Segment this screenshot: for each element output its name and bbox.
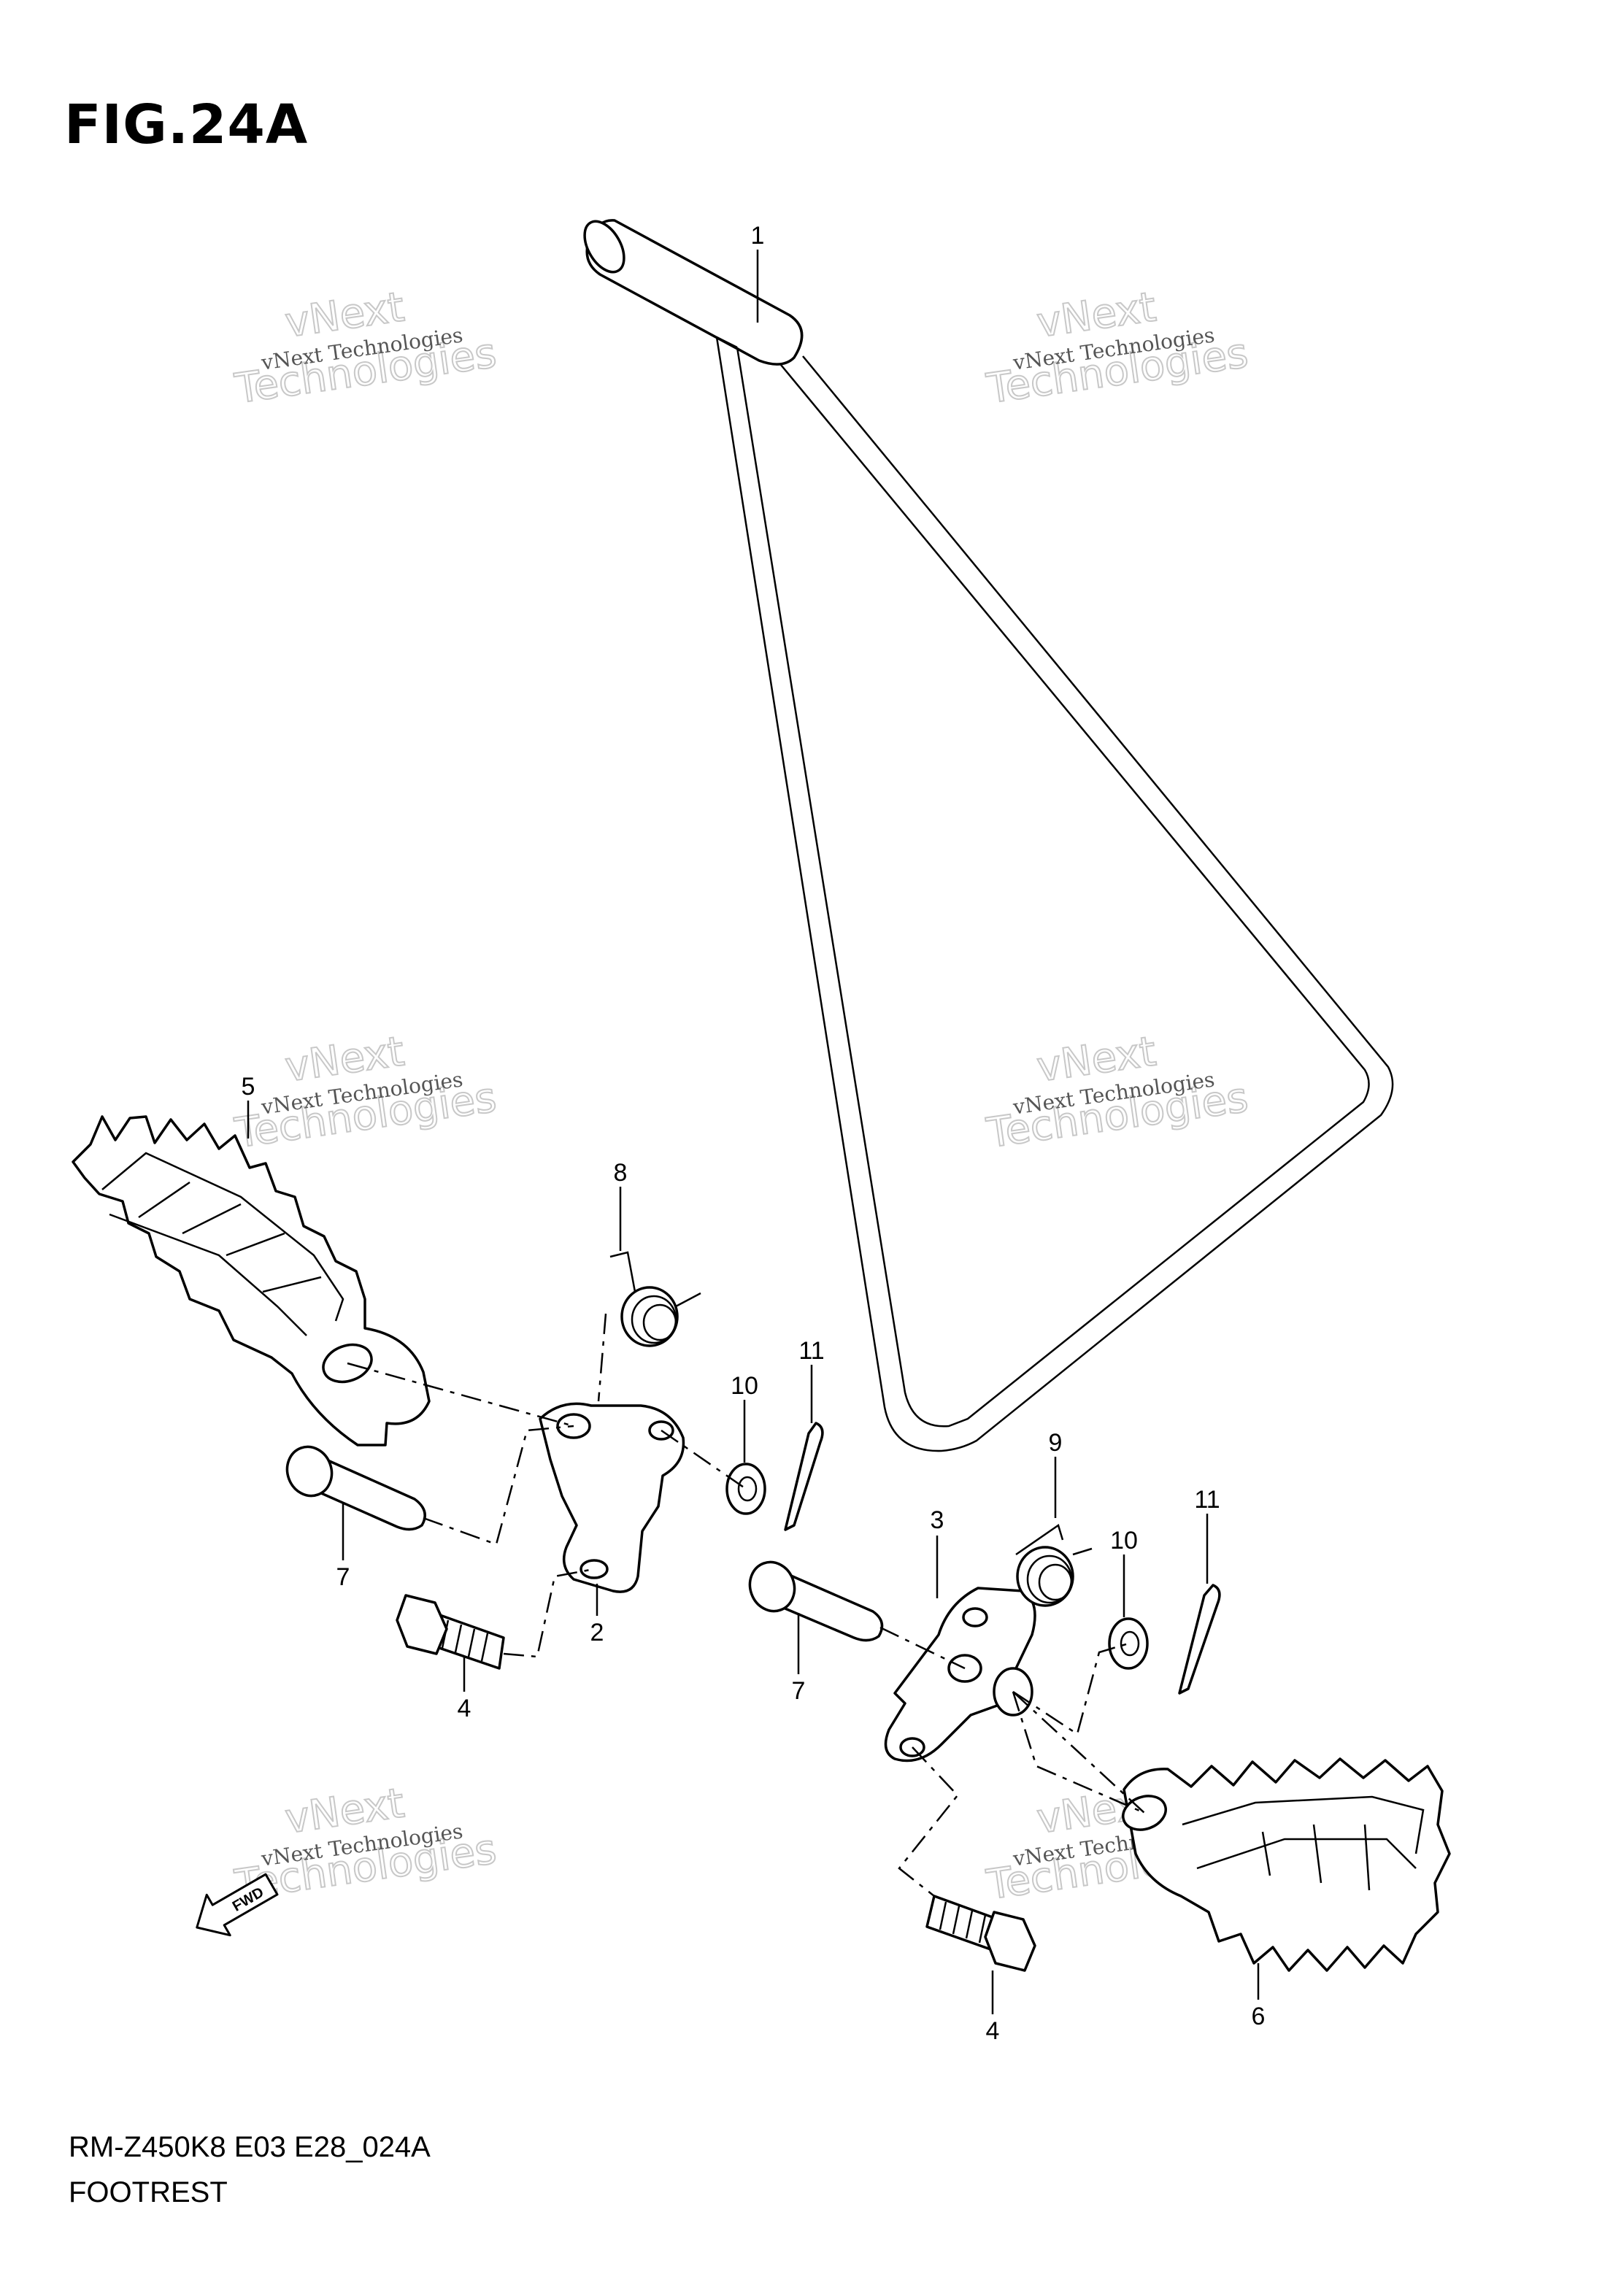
callout-7-right: 7 bbox=[792, 1677, 806, 1705]
figure-name: FOOTREST bbox=[69, 2176, 228, 2208]
spring-right-arm bbox=[1015, 1523, 1064, 1556]
footrest-right-cross-3 bbox=[1363, 1824, 1371, 1891]
part-6-footrest-right bbox=[1122, 1757, 1451, 1972]
part-7-pin-left bbox=[285, 1445, 426, 1531]
part-11-cotter-pin-right bbox=[1178, 1584, 1221, 1695]
washer-right-outer bbox=[1108, 1617, 1149, 1670]
callout-10-right: 10 bbox=[1110, 1527, 1138, 1555]
washer-right-inner bbox=[1120, 1630, 1140, 1657]
bolt-right-thread bbox=[939, 1901, 987, 1943]
callout-6: 6 bbox=[1252, 2003, 1266, 2030]
watermark-mid-left: vNext Technologies vNext Technologies bbox=[231, 1027, 500, 1158]
callout-4-left: 4 bbox=[458, 1695, 471, 1722]
watermark-top-right: vNext Technologies vNext Technologies bbox=[983, 282, 1252, 414]
part-1-stand bbox=[583, 219, 1394, 1452]
part-3-bracket-right bbox=[884, 1587, 1036, 1763]
alignment-lines bbox=[347, 1313, 1145, 1897]
footrest-right-body bbox=[1123, 1757, 1451, 1972]
callout-2: 2 bbox=[590, 1619, 604, 1646]
watermark-top-left: vNext Technologies vNext Technologies bbox=[231, 282, 500, 414]
pin-left-head bbox=[285, 1445, 334, 1498]
watermark-mid-right: vNext Technologies vNext Technologies bbox=[983, 1027, 1252, 1158]
align-left-pin bbox=[423, 1425, 574, 1546]
footrest-left-cross-3 bbox=[226, 1232, 285, 1257]
part-10-washer-right bbox=[1108, 1617, 1149, 1670]
fwd-arrow-shape bbox=[196, 1873, 279, 1937]
stand-frame-inner bbox=[736, 347, 1370, 1428]
callout-4-right: 4 bbox=[986, 2017, 1000, 2045]
callout-10-left: 10 bbox=[731, 1372, 758, 1400]
pin-right-head bbox=[748, 1560, 796, 1613]
cotter-pin-left-body bbox=[784, 1422, 824, 1531]
part-5-footrest-left bbox=[72, 1115, 431, 1446]
part-9-spring-right bbox=[1015, 1523, 1093, 1607]
spring-left-arm bbox=[609, 1251, 636, 1293]
footrest-right-inner-rail bbox=[1182, 1795, 1425, 1854]
callout-9: 9 bbox=[1049, 1429, 1063, 1457]
align-left-washer bbox=[661, 1429, 747, 1490]
align-left-spring bbox=[597, 1313, 607, 1402]
footrest-left-cross-1 bbox=[138, 1181, 190, 1219]
spring-left-coil-3 bbox=[642, 1303, 677, 1341]
figure-code: RM-Z450K8 E03 E28_024A bbox=[69, 2131, 431, 2163]
callout-8: 8 bbox=[614, 1159, 628, 1187]
callout-7-left: 7 bbox=[336, 1563, 350, 1591]
part-8-spring-left bbox=[609, 1251, 701, 1347]
align-right-peg bbox=[1012, 1691, 1145, 1814]
align-right-pin bbox=[879, 1626, 966, 1670]
part-10-washer-left bbox=[725, 1463, 766, 1515]
align-right-washer bbox=[1012, 1642, 1129, 1736]
washer-left-outer bbox=[725, 1463, 766, 1515]
footrest-right-pivot-hole bbox=[1122, 1795, 1167, 1831]
cotter-pin-right-body bbox=[1178, 1584, 1221, 1695]
footrest-left-inner-rail-2 bbox=[109, 1213, 307, 1336]
part-11-cotter-pin-left bbox=[784, 1422, 824, 1531]
callout-1: 1 bbox=[751, 222, 765, 250]
callout-3: 3 bbox=[931, 1506, 944, 1534]
callout-5: 5 bbox=[242, 1073, 255, 1101]
bolt-right-head bbox=[984, 1911, 1036, 1972]
part-4-bolt-left bbox=[396, 1594, 505, 1670]
spring-right-coil-3 bbox=[1038, 1563, 1073, 1601]
footrest-right-cross-1 bbox=[1261, 1831, 1271, 1876]
part-4-bolt-right bbox=[925, 1895, 1036, 1972]
bracket-left-hole-3 bbox=[580, 1559, 609, 1579]
bracket-right-hole-2 bbox=[962, 1607, 988, 1627]
callout-labels: 1 2 3 4 4 5 6 7 7 8 9 10 10 11 11 bbox=[242, 222, 1266, 2045]
footrest-left-inner-rail bbox=[101, 1152, 344, 1322]
footrest-right-inner-rail-2 bbox=[1196, 1838, 1417, 1870]
callout-11-left: 11 bbox=[798, 1337, 824, 1365]
footrest-right-cross-2 bbox=[1312, 1824, 1322, 1884]
figure-title: FIG.24A bbox=[64, 93, 309, 156]
spring-right-tail bbox=[1072, 1547, 1093, 1556]
footrest-left-cross-4 bbox=[262, 1276, 322, 1293]
align-right-bolt bbox=[898, 1746, 959, 1897]
washer-left-inner bbox=[737, 1476, 758, 1502]
stand-frame-outer bbox=[715, 336, 1394, 1452]
callout-11-right: 11 bbox=[1194, 1486, 1220, 1514]
stand-leg-top bbox=[716, 336, 738, 349]
part-7-pin-right bbox=[748, 1560, 884, 1642]
footrest-left-cross-2 bbox=[182, 1203, 242, 1235]
footrest-left-body bbox=[72, 1115, 431, 1446]
align-left-bolt bbox=[503, 1568, 595, 1658]
leader-lines bbox=[247, 250, 1260, 2014]
bracket-left-body bbox=[539, 1402, 685, 1593]
stand-handle-end bbox=[583, 220, 625, 274]
bolt-left-head bbox=[396, 1594, 448, 1655]
spring-left-tail bbox=[675, 1292, 701, 1308]
